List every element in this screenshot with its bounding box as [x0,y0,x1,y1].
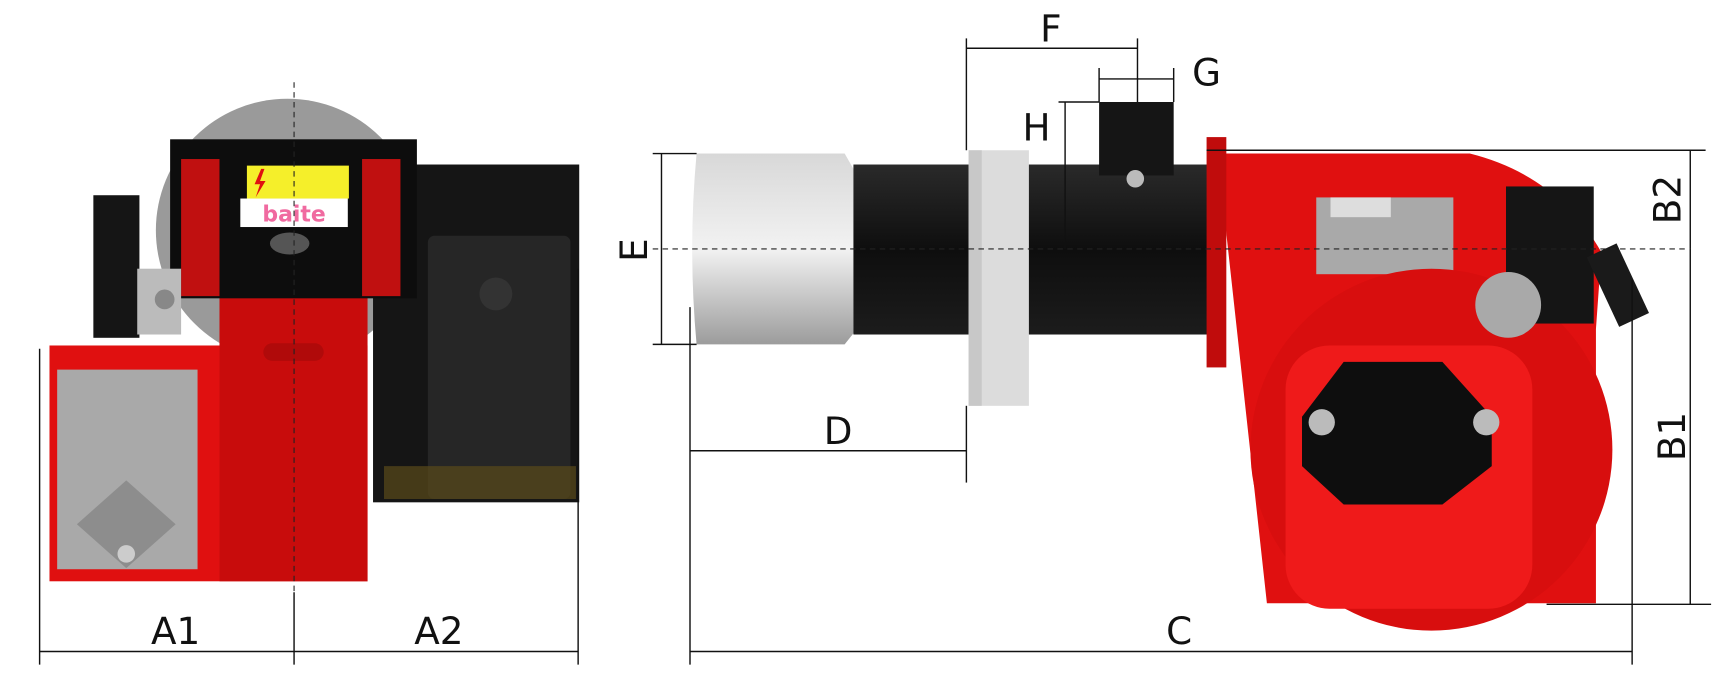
dimension-label-g: G [1192,51,1221,95]
connection-plate [1206,137,1227,368]
dimension-label-e: E [612,238,656,262]
damper-scale [76,480,176,569]
scale-label [1330,197,1391,218]
pump-bolt-right [1473,409,1500,436]
dimension-label-c: C [1166,609,1192,653]
left-bracket [181,159,220,297]
dimension-label-b1: B1 [1650,412,1694,461]
dimension-label-f: F [1040,7,1061,51]
motor-fins [384,466,576,500]
front-view: baite A1 A2 [38,82,580,665]
blast-tube [853,164,1210,335]
solenoid-valve [93,195,140,338]
dimension-label-d: D [824,409,853,453]
oil-inlet-pipe [1099,102,1174,176]
pipe-bolt [1126,170,1145,188]
dimension-label-a2: A2 [414,609,463,653]
damper-screw [117,545,136,563]
right-bracket [362,159,401,297]
motor-fan-cover [427,235,571,500]
side-view: E D F G H B2 B1 C [612,7,1712,665]
high-voltage-icon [254,168,266,198]
sight-glass [269,232,310,255]
dimension-label-h: H [1023,105,1051,149]
pump-head-plate [1302,361,1492,505]
motor-cap [479,277,513,311]
ignition-transformer-edge [1586,243,1650,327]
dimension-label-a1: A1 [151,609,200,653]
valve-bolt [154,289,175,310]
photocell-cap [1475,272,1542,338]
pump-bolt-left [1308,409,1335,436]
dimension-label-b2: B2 [1645,175,1689,224]
flange-gasket [968,150,982,406]
